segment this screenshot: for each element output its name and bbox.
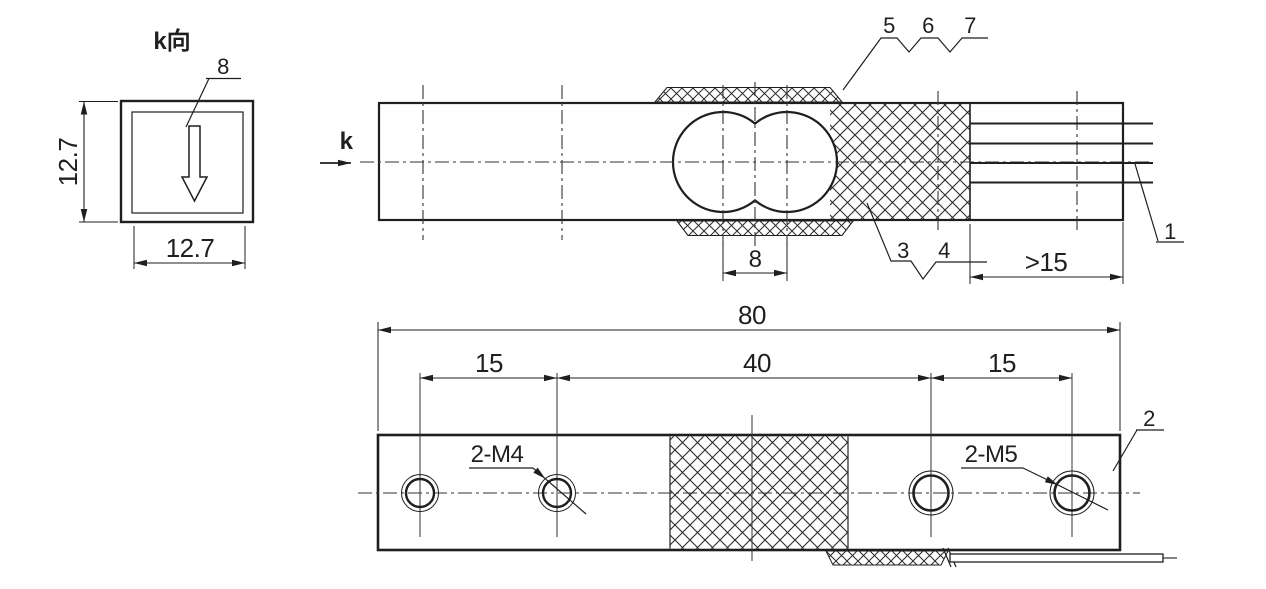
wires bbox=[970, 122, 1153, 184]
top-gauge-strip bbox=[653, 86, 844, 103]
m4-hole-1 bbox=[404, 477, 436, 509]
overall-dimension: 80 bbox=[377, 300, 1121, 431]
callout-4-label: 4 bbox=[938, 238, 950, 263]
callout-1: 1 bbox=[1134, 163, 1184, 244]
m5-hole-1 bbox=[912, 474, 950, 512]
m4-hole-1-thread-circle bbox=[401, 474, 439, 512]
dim-left-span-text: 15 bbox=[475, 348, 503, 378]
side-view: k 8 >15 1 5 6 7 3 4 bbox=[320, 13, 1184, 284]
callout-2-label: 2 bbox=[1143, 406, 1155, 431]
thread-m4-text: 2-M4 bbox=[471, 441, 524, 468]
k-direction-label: k bbox=[340, 128, 354, 155]
callout-8-label: 8 bbox=[217, 54, 229, 79]
callout-3-label: 3 bbox=[897, 238, 909, 263]
k-view-callout-8: 8 bbox=[185, 54, 241, 128]
k-direction-view: k向 8 12.7 12.7 bbox=[53, 27, 255, 269]
k-view-outer-square bbox=[119, 99, 255, 224]
thread-m4-leader-tail bbox=[544, 478, 587, 515]
m5-hole-2-thread-circle bbox=[1049, 470, 1095, 516]
dim-wire-length-text: >15 bbox=[1025, 247, 1068, 277]
span-dimensions: 15 40 15 bbox=[420, 348, 1072, 382]
thread-m5-text: 2-M5 bbox=[965, 441, 1018, 468]
callout-1-leader bbox=[1134, 163, 1159, 242]
bore-gap-dimension: 8 bbox=[722, 243, 788, 281]
cable-body bbox=[949, 553, 1164, 563]
m4-hole-2-thread-circle bbox=[538, 474, 576, 512]
cable-exit bbox=[825, 547, 1177, 568]
callout-5-label: 5 bbox=[883, 13, 895, 38]
m5-hole-1-thread-circle bbox=[908, 470, 954, 516]
wire-length-dimension: >15 bbox=[969, 222, 1124, 284]
m5-hole-2 bbox=[1053, 474, 1091, 512]
bottom-view: 80 15 40 15 2-M4 2-M5 2 bbox=[358, 300, 1177, 568]
dim-mid-span-text: 40 bbox=[743, 348, 771, 378]
m4-hole-2 bbox=[541, 477, 573, 509]
dim-width-text: 12.7 bbox=[166, 233, 215, 263]
load-direction-arrow bbox=[180, 125, 209, 203]
k-view-width-dimension: 12.7 bbox=[133, 226, 246, 269]
threaded-holes bbox=[401, 470, 1095, 516]
callout-7-label: 7 bbox=[964, 13, 976, 38]
k-direction-indicator: k bbox=[320, 128, 354, 167]
callout-2: 2 bbox=[1112, 406, 1164, 472]
dim-height-text: 12.7 bbox=[53, 138, 83, 187]
callout-5-6-7: 5 6 7 bbox=[842, 13, 988, 91]
k-view-title: k向 bbox=[153, 27, 190, 55]
callout-8-leader bbox=[185, 78, 210, 128]
thread-m5-leader-tail bbox=[1057, 484, 1109, 511]
thread-label-m4: 2-M4 bbox=[469, 441, 587, 515]
callout-567-leader bbox=[842, 37, 988, 91]
k-view-height-dimension: 12.7 bbox=[53, 101, 118, 223]
dim-overall-text: 80 bbox=[738, 300, 766, 330]
break-mark-1 bbox=[942, 547, 952, 568]
callout-3-4: 3 4 bbox=[866, 202, 987, 281]
callout-34-leader bbox=[866, 202, 987, 281]
thread-label-m5: 2-M5 bbox=[961, 441, 1109, 511]
cable-sleeve-hatch bbox=[825, 550, 949, 566]
callout-6-label: 6 bbox=[922, 13, 934, 38]
dim-gap-text: 8 bbox=[749, 246, 762, 273]
k-view-inner-square bbox=[131, 111, 244, 214]
callout-2-leader bbox=[1112, 429, 1138, 472]
dim-right-span-text: 15 bbox=[988, 348, 1016, 378]
thread-m4-leader-arrow bbox=[532, 467, 546, 480]
bottom-gauge-strip bbox=[675, 220, 855, 237]
thread-m5-leader-arrow bbox=[1022, 467, 1059, 486]
callout-1-label: 1 bbox=[1164, 219, 1176, 244]
